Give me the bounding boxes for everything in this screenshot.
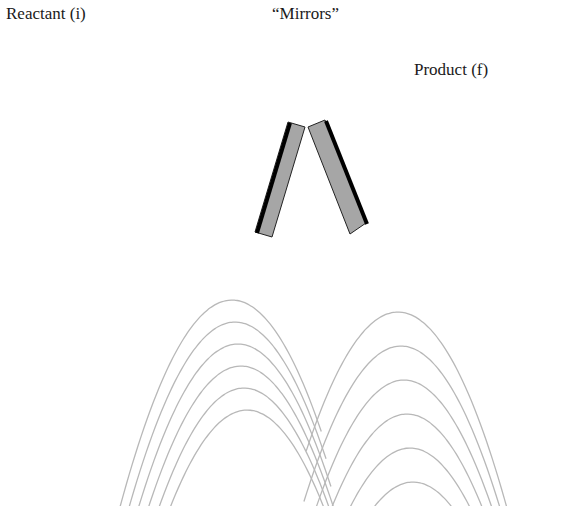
product-curve — [306, 312, 513, 506]
mirror — [308, 120, 367, 234]
reactant-curve — [100, 410, 349, 506]
product-curve — [297, 482, 561, 506]
product-curve — [300, 414, 543, 506]
mirrors-label: “Mirrors” — [270, 4, 341, 24]
product-curve — [298, 448, 553, 506]
mirror-edge — [326, 121, 367, 224]
mirror — [255, 122, 305, 237]
mirror-body — [308, 120, 366, 234]
product-curve — [302, 380, 533, 506]
product-label: Product (f) — [412, 60, 490, 80]
reactant-label: Reactant (i) — [4, 4, 88, 24]
reactant-curve — [102, 366, 336, 506]
reactant-curve — [104, 322, 326, 506]
mirror-body — [255, 122, 305, 237]
mirror-edge — [257, 123, 290, 233]
